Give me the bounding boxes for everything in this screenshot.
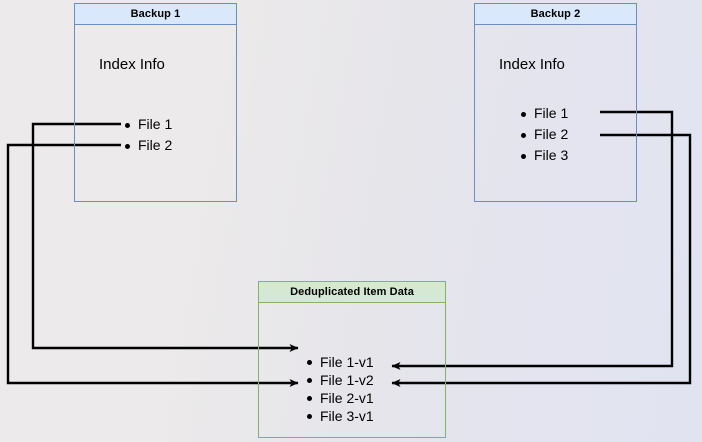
deduplicated-item-data-box: Deduplicated Item Data File 1-v1 File 1-… — [258, 281, 446, 438]
list-item: File 2-v1 — [305, 389, 374, 407]
backup-2-body: Index Info File 1 File 2 File 3 — [474, 25, 637, 202]
backup-1-header: Backup 1 — [74, 3, 237, 25]
dedup-item-list: File 1-v1 File 1-v2 File 2-v1 File 3-v1 — [305, 353, 374, 425]
list-item: File 2 — [123, 135, 172, 156]
list-item: File 1-v2 — [305, 371, 374, 389]
backup-2-index-label: Index Info — [499, 56, 565, 73]
connector-backup2-file2-to-file2v1 — [391, 133, 692, 387]
connector-backup1-file2-to-file2v1 — [6, 143, 299, 387]
list-item: File 2 — [519, 124, 568, 145]
backup-1-box: Backup 1 Index Info File 1 File 2 — [74, 3, 237, 202]
list-item: File 3-v1 — [305, 407, 374, 425]
deduplicated-item-data-body: File 1-v1 File 1-v2 File 2-v1 File 3-v1 — [258, 303, 446, 438]
backup-1-file-list: File 1 File 2 — [123, 114, 172, 156]
backup-2-box: Backup 2 Index Info File 1 File 2 File 3 — [474, 3, 637, 202]
list-item: File 1 — [519, 103, 568, 124]
connector-backup1-file1-to-file1v1 — [31, 122, 299, 352]
list-item: File 1 — [123, 114, 172, 135]
list-item: File 3 — [519, 145, 568, 166]
backup-1-body: Index Info File 1 File 2 — [74, 25, 237, 202]
deduplicated-item-data-header: Deduplicated Item Data — [258, 281, 446, 303]
backup-1-index-label: Index Info — [99, 56, 165, 73]
backup-2-header: Backup 2 — [474, 3, 637, 25]
backup-2-file-list: File 1 File 2 File 3 — [519, 103, 568, 166]
list-item: File 1-v1 — [305, 353, 374, 371]
